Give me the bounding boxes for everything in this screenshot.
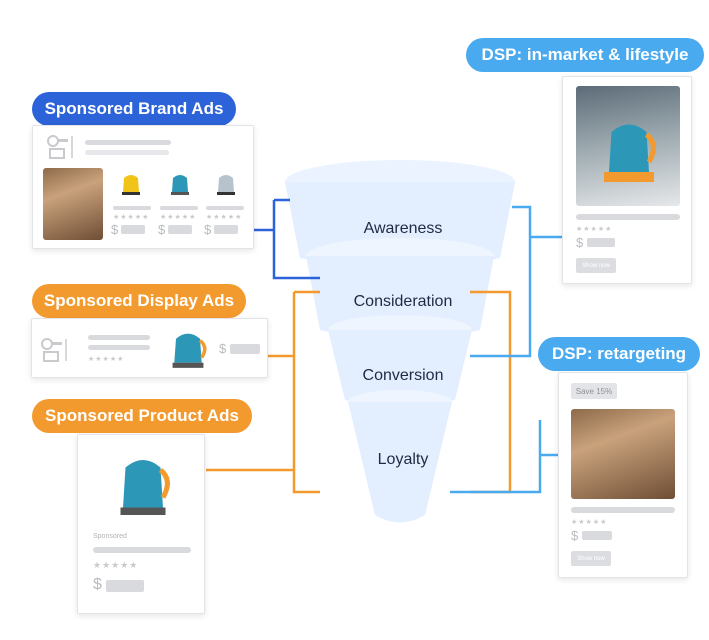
placeholder-bar: [571, 507, 675, 513]
teal-kettle-icon: [120, 460, 170, 515]
price-symbol: $: [111, 222, 119, 237]
placeholder-bar: [206, 206, 244, 210]
price-placeholder: [230, 344, 260, 354]
show-now-button[interactable]: Show now: [571, 551, 611, 566]
product-ad-card: Sponsored ★★★★★ $: [77, 434, 205, 614]
stage-conversion: Conversion: [362, 367, 444, 384]
yellow-kettle-icon: [122, 175, 140, 195]
funnel-shape: [285, 160, 515, 523]
placeholder-bar: [88, 335, 150, 340]
placeholder-bar: [85, 140, 171, 145]
stage-awareness: Awareness: [363, 220, 443, 237]
rating-stars: ★★★★★: [576, 226, 613, 233]
teal-kettle-icon: [604, 124, 656, 182]
placeholder-bar: [160, 206, 198, 210]
price-symbol: $: [219, 341, 227, 356]
display-ad-card: ★★★★★ $: [31, 318, 268, 378]
label-sponsored-product-ads: Sponsored Product Ads: [32, 399, 252, 433]
price-placeholder: [582, 531, 612, 540]
placeholder-bar: [85, 150, 169, 155]
placeholder-bar: [113, 206, 151, 210]
price-placeholder: [214, 225, 238, 234]
rating-stars: ★★★★★: [88, 356, 125, 363]
placeholder-bar: [93, 547, 191, 553]
teal-kettle-icon: [171, 175, 189, 195]
stage-loyalty: Loyalty: [377, 451, 429, 468]
price-placeholder: [168, 225, 192, 234]
label-sponsored-display-ads: Sponsored Display Ads: [32, 284, 246, 318]
price-symbol: $: [158, 222, 166, 237]
price-symbol: $: [571, 528, 579, 543]
placeholder-bar: [576, 214, 680, 220]
brand-logo-icon: [41, 338, 67, 362]
save-badge: Save 15%: [571, 383, 617, 399]
label-dsp-retargeting: DSP: retargeting: [538, 337, 700, 371]
woman-kettle-photo: [571, 409, 675, 499]
dsp-market-card: ★★★★★ $ Show now: [562, 76, 692, 284]
rating-stars: ★★★★★: [160, 214, 197, 221]
placeholder-bar: [88, 345, 150, 350]
stage-consideration: Consideration: [353, 293, 453, 310]
kettle-kitchen-photo: [576, 86, 680, 206]
price-symbol: $: [576, 235, 584, 250]
steel-kettle-icon: [217, 175, 235, 195]
rating-stars: ★★★★★: [113, 214, 150, 221]
price-placeholder: [121, 225, 145, 234]
price-placeholder: [106, 580, 144, 592]
show-now-button[interactable]: Show now: [576, 258, 616, 273]
dsp-retargeting-card: Save 15% ★★★★★ $ Show now: [558, 372, 688, 578]
teal-kettle-icon: [172, 333, 207, 368]
rating-stars: ★★★★★: [93, 560, 139, 570]
brand-ad-card: ★★★★★ ★★★★★ ★★★★★ $ $ $: [32, 125, 254, 249]
label-dsp-in-market: DSP: in-market & lifestyle: [466, 38, 704, 72]
rating-stars: ★★★★★: [571, 519, 608, 526]
brand-logo-icon: [47, 135, 73, 159]
label-sponsored-brand-ads: Sponsored Brand Ads: [32, 92, 236, 126]
woman-kettle-photo: [43, 168, 103, 240]
price-symbol: $: [93, 576, 102, 593]
rating-stars: ★★★★★: [206, 214, 243, 221]
price-symbol: $: [204, 222, 212, 237]
sponsored-tag: Sponsored: [93, 533, 127, 540]
price-placeholder: [587, 238, 615, 247]
